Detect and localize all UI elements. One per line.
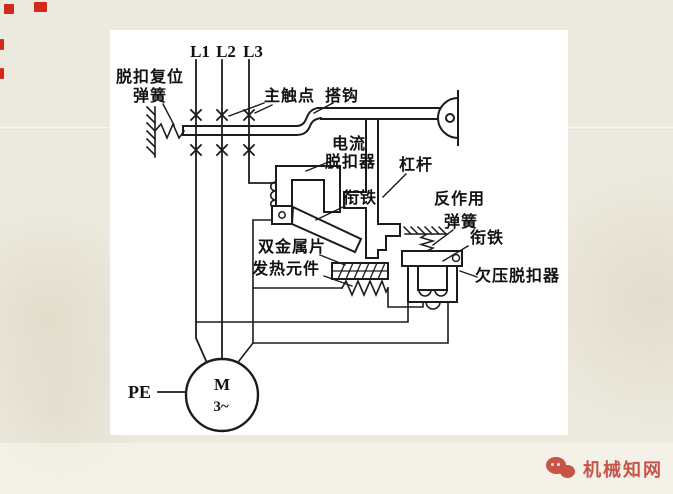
label-reaction-spring-2: 弹簧 [444, 212, 478, 231]
label-current-release-1: 电流 [332, 134, 366, 153]
red-edge-fragment [4, 4, 14, 14]
wechat-bubbles-icon [546, 456, 578, 482]
red-edge-fragment [0, 68, 4, 79]
label-motor-m: M [214, 375, 230, 394]
label-l2: L2 [216, 42, 236, 61]
label-lever: 杠杆 [399, 155, 433, 174]
label-trip-reset-spring-2: 弹簧 [133, 86, 167, 105]
label-undervoltage-release: 欠压脱扣器 [475, 266, 560, 285]
label-l1: L1 [190, 42, 210, 61]
leader-lines [162, 102, 478, 287]
current-release-armature [290, 205, 363, 254]
phase-wire-l1 [195, 59, 209, 365]
bimetal-strip [331, 262, 389, 280]
label-armature-right: 衔铁 [470, 228, 504, 247]
label-trip-reset-spring-1: 脱扣复位 [116, 67, 184, 86]
circuit-wiring [195, 219, 449, 363]
fixed-support-left [145, 105, 157, 158]
watermark: 机械知网 [546, 456, 663, 482]
label-main-contact: 主触点 [264, 86, 315, 105]
label-reaction-spring-1: 反作用 [434, 189, 485, 208]
pivot-bracket [437, 90, 459, 146]
reaction-spring-support [402, 225, 448, 236]
label-motor-3ph: 3~ [213, 399, 229, 415]
red-edge-fragment [0, 39, 4, 50]
main-contact-symbols [189, 108, 256, 157]
label-latch-hook: 搭钩 [325, 86, 359, 105]
lever [343, 118, 401, 259]
label-l3: L3 [243, 42, 263, 61]
label-current-release-2: 脱扣器 [325, 152, 376, 171]
red-edge-fragment [34, 2, 47, 12]
phase-wire-l3 [248, 59, 277, 184]
label-armature-left: 衔铁 [343, 188, 377, 207]
trip-reset-spring [153, 121, 186, 141]
uv-release-core [407, 265, 458, 310]
label-pe: PE [128, 382, 151, 402]
uv-armature-plate [401, 250, 463, 267]
label-bimetal-strip: 双金属片 [258, 237, 326, 256]
label-heating-element: 发热元件 [251, 259, 320, 278]
reaction-spring [418, 232, 436, 253]
moving-contact-bar [182, 106, 323, 137]
motor [157, 357, 260, 433]
current-release-core [269, 165, 341, 225]
latch-bar [317, 107, 443, 120]
heating-element [340, 278, 390, 298]
watermark-text: 机械知网 [583, 460, 663, 480]
